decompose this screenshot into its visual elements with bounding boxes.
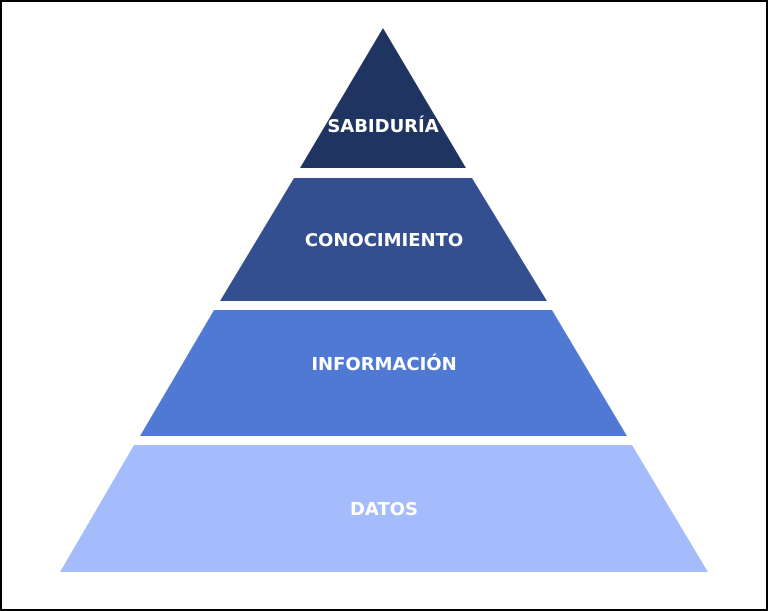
- tier-label-informacion: INFORMACIÓN: [311, 353, 456, 375]
- tier-label-sabiduria: SABIDURÍA: [327, 115, 438, 137]
- tier-shape-informacion: [140, 310, 627, 436]
- pyramid-tier-sabiduria: SABIDURÍA: [300, 28, 466, 168]
- pyramid-tier-informacion: INFORMACIÓN: [140, 310, 627, 436]
- tier-label-conocimiento: CONOCIMIENTO: [305, 230, 463, 251]
- tier-shape-datos: [60, 445, 708, 572]
- tier-label-datos: DATOS: [350, 499, 418, 520]
- pyramid-tier-conocimiento: CONOCIMIENTO: [220, 178, 547, 301]
- tier-shape-sabiduria: [300, 28, 466, 168]
- pyramid-tier-datos: DATOS: [60, 445, 708, 572]
- tier-shape-conocimiento: [220, 178, 547, 301]
